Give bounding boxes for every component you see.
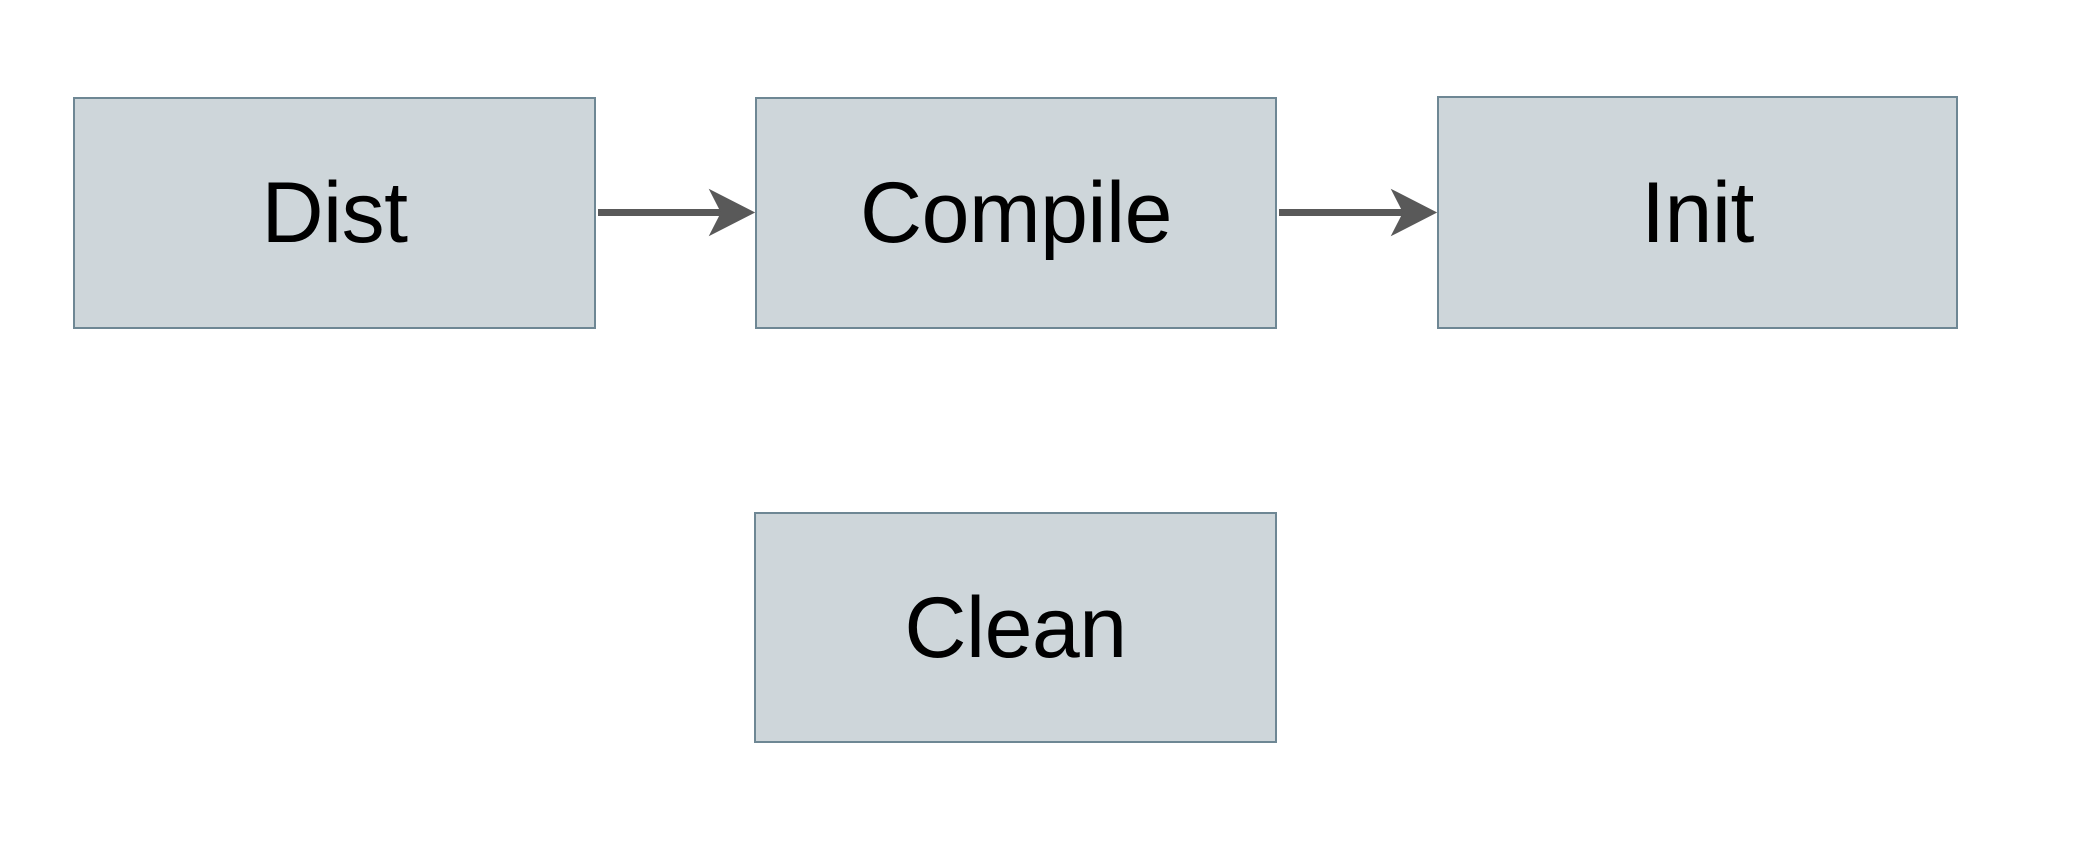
node-label-clean: Clean bbox=[904, 579, 1127, 676]
arrowhead-icon bbox=[708, 188, 756, 237]
node-clean[interactable]: Clean bbox=[754, 512, 1277, 743]
arrowhead-icon bbox=[1390, 188, 1438, 237]
edge-compile-to-init[interactable] bbox=[1279, 188, 1438, 237]
node-label-init: Init bbox=[1641, 164, 1754, 261]
node-compile[interactable]: Compile bbox=[755, 97, 1277, 329]
edge-dist-to-compile[interactable] bbox=[598, 188, 756, 237]
node-label-compile: Compile bbox=[860, 165, 1172, 261]
node-init[interactable]: Init bbox=[1437, 96, 1958, 329]
node-dist[interactable]: Dist bbox=[73, 97, 596, 329]
node-label-dist: Dist bbox=[261, 165, 408, 261]
